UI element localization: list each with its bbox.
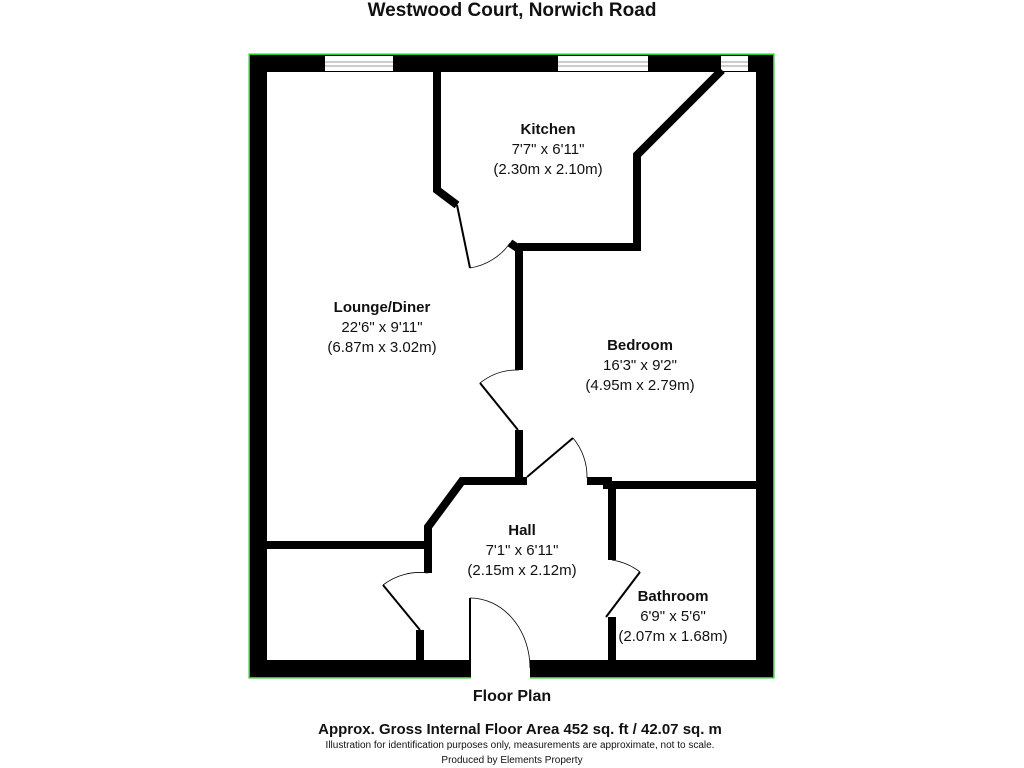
room-size-imperial: 7'1" x 6'11" (485, 542, 559, 559)
room-label-hall: Hall 7'1" x 6'11" (2.15m x 2.12m) (467, 521, 576, 581)
hall-bedroom-door (526, 437, 574, 478)
room-name: Bedroom (607, 337, 673, 354)
floor-area: Approx. Gross Internal Floor Area 452 sq… (318, 721, 722, 738)
property-title: Westwood Court, Norwich Road (367, 0, 657, 21)
room-name: Hall (508, 522, 536, 539)
room-label-lounge: Lounge/Diner 22'6" x 9'11" (6.87m x 3.02… (327, 298, 436, 358)
room-size-metric: (4.95m x 2.79m) (585, 377, 695, 394)
room-name: Bathroom (637, 588, 709, 605)
room-label-bathroom: Bathroom 6'9" x 5'6" (2.07m x 1.68m) (618, 587, 727, 647)
room-size-imperial: 6'9" x 5'6" (640, 608, 706, 625)
room-size-metric: (2.30m x 2.10m) (493, 161, 603, 178)
room-size-imperial: 16'3" x 9'2" (603, 357, 677, 374)
windows (325, 56, 748, 679)
floor-plan-label: Floor Plan (472, 688, 552, 705)
bathroom-door (605, 571, 641, 618)
doors (382, 204, 641, 669)
room-size-metric: (2.15m x 2.12m) (467, 562, 577, 579)
bedroom-door (479, 382, 519, 431)
room-size-metric: (2.07m x 1.68m) (618, 628, 728, 645)
disclaimer: Illustration for identification purposes… (325, 740, 715, 751)
room-label-bedroom: Bedroom 16'3" x 9'2" (4.95m x 2.79m) (585, 336, 694, 396)
room-label-kitchen: Kitchen 7'7" x 6'11" (2.30m x 2.10m) (493, 120, 602, 180)
room-size-metric: (6.87m x 3.02m) (327, 339, 437, 356)
store-door (382, 584, 421, 631)
room-name: Lounge/Diner (333, 299, 431, 316)
kitchen-door (456, 204, 471, 269)
room-name: Kitchen (520, 121, 576, 138)
internal-walls (267, 67, 758, 662)
entrance-gap (471, 659, 530, 679)
room-size-imperial: 7'7" x 6'11" (511, 141, 585, 158)
producer-credit: Produced by Elements Property (441, 755, 583, 766)
room-size-imperial: 22'6" x 9'11" (341, 319, 423, 336)
